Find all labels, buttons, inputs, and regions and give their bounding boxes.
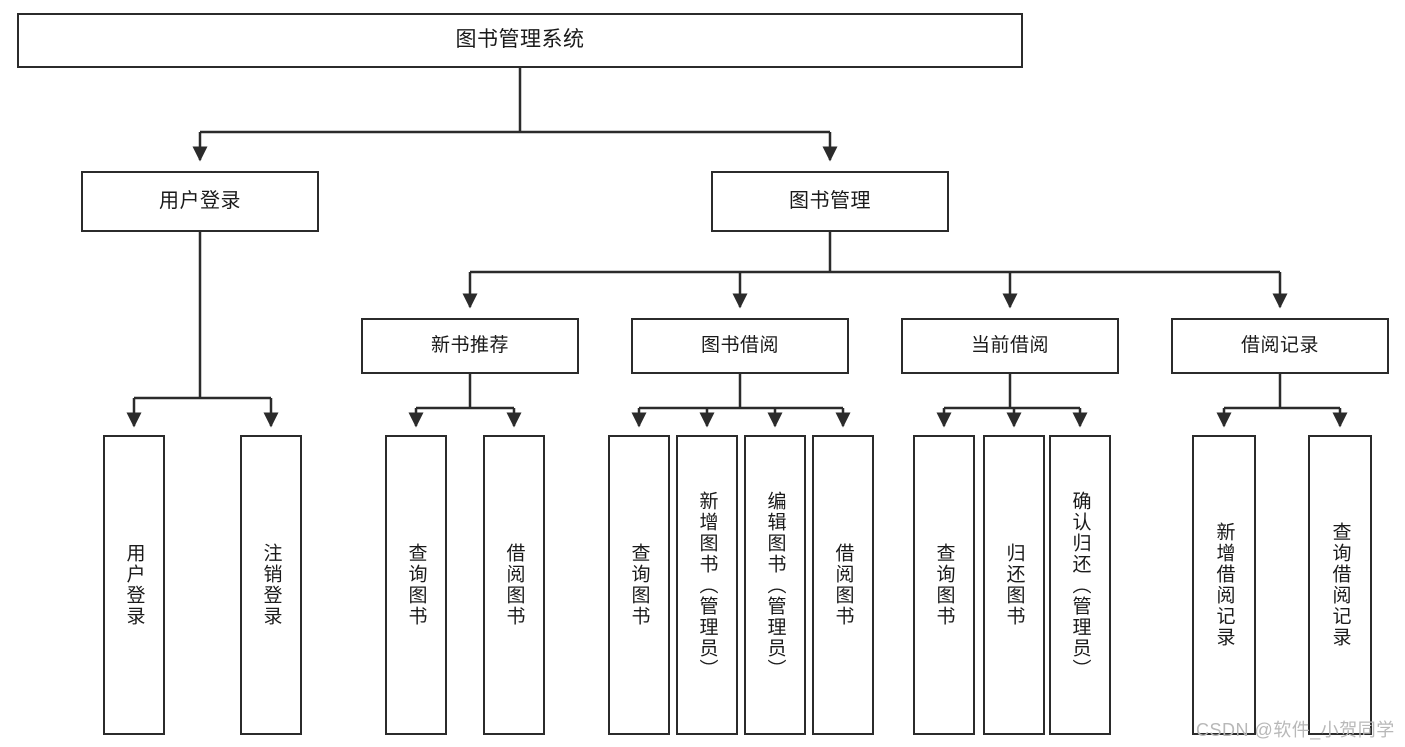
node-level3-current-borrow[interactable]: 当前借阅 xyxy=(901,318,1119,374)
node-level3-borrow-record[interactable]: 借阅记录 xyxy=(1171,318,1389,374)
node-level3-book-borrow[interactable]: 图书借阅 xyxy=(631,318,849,374)
node-level3-book-borrow-label: 图书借阅 xyxy=(700,334,779,356)
watermark: CSDN @软件_小贺同学 xyxy=(1196,720,1395,740)
leaf-query-book-recommend-label: 查询图书 xyxy=(405,543,427,627)
leaf-edit-book-admin[interactable]: 编辑图书（管理员） xyxy=(744,435,806,735)
leaf-query-borrow-record[interactable]: 查询借阅记录 xyxy=(1308,435,1372,735)
node-level3-new-book-recommend[interactable]: 新书推荐 xyxy=(361,318,579,374)
node-level2-user-login-label: 用户登录 xyxy=(159,189,241,212)
node-level3-current-borrow-label: 当前借阅 xyxy=(970,334,1049,356)
leaf-query-book-borrow-label: 查询图书 xyxy=(628,543,650,627)
leaf-return-book[interactable]: 归还图书 xyxy=(983,435,1045,735)
leaf-borrow-book-recommend[interactable]: 借阅图书 xyxy=(483,435,545,735)
leaf-add-book-admin-label: 新增图书（管理员） xyxy=(696,490,718,680)
node-level3-borrow-record-label: 借阅记录 xyxy=(1240,334,1319,356)
leaf-confirm-return-admin-label: 确认归还（管理员） xyxy=(1069,490,1091,680)
leaf-user-login-label: 用户登录 xyxy=(123,543,145,627)
node-level2-book-management[interactable]: 图书管理 xyxy=(711,171,949,232)
leaf-edit-book-admin-label: 编辑图书（管理员） xyxy=(764,490,786,680)
leaf-query-book-borrow[interactable]: 查询图书 xyxy=(608,435,670,735)
leaf-add-borrow-record-label: 新增借阅记录 xyxy=(1213,522,1235,648)
leaf-borrow-book-recommend-label: 借阅图书 xyxy=(503,543,525,627)
leaf-return-book-label: 归还图书 xyxy=(1003,543,1025,627)
leaf-add-borrow-record[interactable]: 新增借阅记录 xyxy=(1192,435,1256,735)
node-level2-user-login[interactable]: 用户登录 xyxy=(81,171,319,232)
node-root-label: 图书管理系统 xyxy=(455,28,585,52)
node-root[interactable]: 图书管理系统 xyxy=(17,13,1023,68)
leaf-query-book-current[interactable]: 查询图书 xyxy=(913,435,975,735)
leaf-user-login[interactable]: 用户登录 xyxy=(103,435,165,735)
node-level3-new-book-recommend-label: 新书推荐 xyxy=(430,334,509,356)
leaf-add-book-admin[interactable]: 新增图书（管理员） xyxy=(676,435,738,735)
leaf-borrow-book[interactable]: 借阅图书 xyxy=(812,435,874,735)
leaf-query-book-current-label: 查询图书 xyxy=(933,543,955,627)
leaf-user-logout[interactable]: 注销登录 xyxy=(240,435,302,735)
leaf-borrow-book-label: 借阅图书 xyxy=(832,543,854,627)
leaf-query-borrow-record-label: 查询借阅记录 xyxy=(1329,522,1351,648)
leaf-confirm-return-admin[interactable]: 确认归还（管理员） xyxy=(1049,435,1111,735)
leaf-query-book-recommend[interactable]: 查询图书 xyxy=(385,435,447,735)
node-level2-book-management-label: 图书管理 xyxy=(789,189,871,212)
leaf-user-logout-label: 注销登录 xyxy=(260,543,282,627)
